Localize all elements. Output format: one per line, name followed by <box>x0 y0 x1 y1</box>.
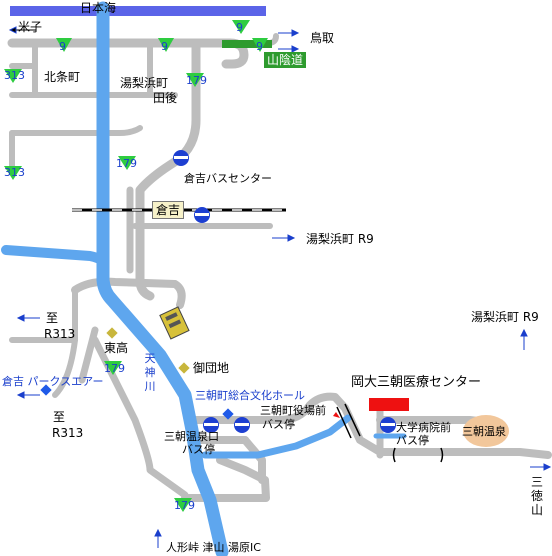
road-south-2 <box>241 436 266 484</box>
higashitaka-marker <box>106 327 118 339</box>
hospital-box <box>369 398 409 411</box>
route-marker-label: 179 <box>104 362 125 375</box>
yakuba-label-2: バス停 <box>262 418 295 431</box>
bridge-marks <box>336 403 444 463</box>
yurihama-r9-right-label: 湯梨浜町 R9 <box>471 310 539 324</box>
goyochi-marker <box>178 362 190 374</box>
route-marker-label: 313 <box>4 166 25 179</box>
onsenguchi-label-2: バス停 <box>182 443 215 456</box>
mitoku-label: 三徳山 <box>530 475 543 517</box>
yurihama-tago-label-2: 田後 <box>153 91 178 105</box>
goyochi-label: 御団地 <box>193 361 230 375</box>
to-r313-2a: 至 <box>53 410 66 424</box>
road-r9-top <box>7 38 249 69</box>
yurihama-tago-label-1: 湯梨浜町 <box>120 76 169 90</box>
route-marker-icon <box>232 20 250 34</box>
hall-label: 三朝町総合文化ホール <box>195 389 305 402</box>
daigaku-label-1: 大学病院前 <box>396 421 451 434</box>
tottori-label: 鳥取 <box>310 31 335 45</box>
sea-band <box>10 6 266 16</box>
to-r313-1b: R313 <box>44 327 76 341</box>
higashitaka-label: 東高 <box>104 341 129 355</box>
road-r313-b <box>52 337 78 398</box>
hall-marker <box>222 408 234 420</box>
yurihama-r9-mid-label: 湯梨浜町 R9 <box>306 232 374 246</box>
route-marker-icon <box>158 38 174 52</box>
route-marker-icon <box>4 166 22 180</box>
route-marker-icon <box>174 498 192 512</box>
river-network <box>1 1 407 556</box>
bottom-route-label: 人形峠 津山 湯原IC <box>166 541 261 554</box>
bus-stop-icons <box>173 150 396 433</box>
yakuba-label-1: 三朝町役場前 <box>260 404 326 417</box>
sanin-road-label: 山陰道 <box>264 52 307 68</box>
arrows <box>8 26 552 548</box>
road-179-main <box>135 40 201 301</box>
route-marker-icon <box>252 38 268 52</box>
route-marker-icon <box>186 73 204 87</box>
road-313-left <box>9 125 143 136</box>
route-marker-icon <box>56 38 72 52</box>
route-marker-label: 9 <box>59 40 66 53</box>
river-left <box>1 245 108 267</box>
yonago-label: 米子 <box>18 20 43 34</box>
hospital-title: 岡大三朝医療センター <box>351 375 482 390</box>
route-marker-icon <box>4 69 22 83</box>
sanin-road-bar <box>222 40 272 48</box>
kurayoshi-bus-center-label: 倉吉バスセンター <box>184 172 272 185</box>
route-marker-label: 313 <box>4 69 25 82</box>
park-marker <box>40 384 52 396</box>
bus-icon <box>234 417 250 433</box>
river-main <box>96 1 229 556</box>
route-marker-label: 9 <box>161 40 168 53</box>
route-marker-icon <box>118 156 136 170</box>
misasa-onsen-label: 三朝温泉 <box>462 425 506 438</box>
stadium-icon <box>159 306 190 340</box>
to-r313-1a: 至 <box>46 311 59 325</box>
road-hospital <box>341 404 552 459</box>
route-marker-label: 179 <box>186 74 207 87</box>
road-ro-south <box>91 336 189 499</box>
bus-icon <box>194 207 210 223</box>
route-marker-label: 179 <box>116 157 137 170</box>
route-marker-label: 9 <box>256 40 263 53</box>
river-tributary <box>201 414 352 459</box>
route-marker-icons <box>4 20 268 512</box>
bus-icon <box>173 150 189 166</box>
road-ro-left <box>78 326 99 384</box>
bus-icon <box>380 417 396 433</box>
road-junction <box>71 277 186 309</box>
onsen-area <box>463 415 509 447</box>
kurayoshi-station-label: 倉吉 <box>152 201 185 219</box>
road-loop <box>191 392 349 424</box>
bus-icon <box>203 417 219 433</box>
hojo-label: 北条町 <box>44 70 81 84</box>
park-square-label: 倉吉 パークスエアー <box>2 375 104 388</box>
sea-label: 日本海 <box>80 1 117 15</box>
to-r313-2b: R313 <box>52 426 84 440</box>
tenjin-river-label: 天神川 <box>144 352 156 393</box>
onsenguchi-label-1: 三朝温泉口 <box>164 430 219 443</box>
daigaku-label-2: バス停 <box>396 434 429 447</box>
route-marker-icon <box>104 361 122 375</box>
route-marker-label: 9 <box>236 21 243 34</box>
route-marker-label: 179 <box>174 499 195 512</box>
